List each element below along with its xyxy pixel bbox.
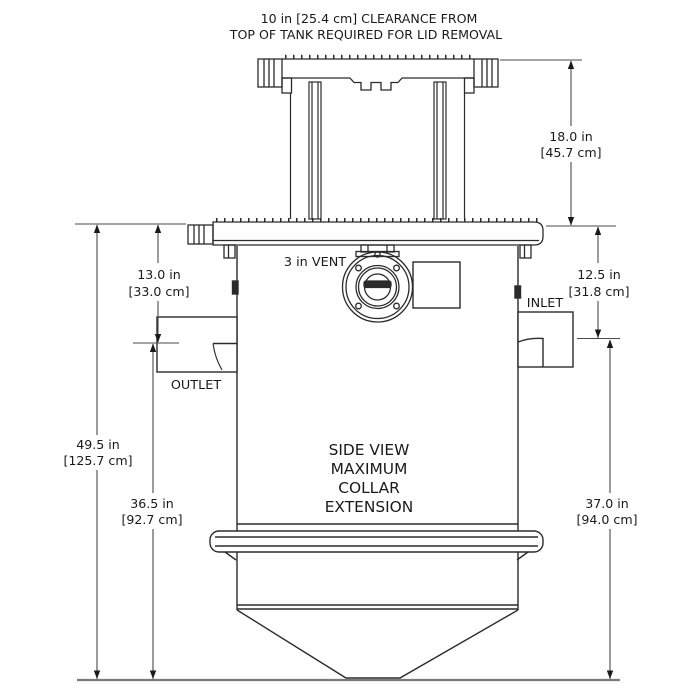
square-access-port bbox=[412, 261, 461, 309]
outlet-pipe bbox=[156, 316, 238, 373]
dim-text-inlet-base-cm: [94.0 cm] bbox=[576, 512, 637, 527]
vent-bolt bbox=[393, 264, 400, 272]
tank-body bbox=[209, 246, 544, 679]
dimension-texts: 18.0 in [45.7 cm] 49.5 in [125.7 cm] 13.… bbox=[63, 129, 637, 527]
arrow-down bbox=[567, 217, 575, 226]
collar-left-clip bbox=[223, 244, 236, 259]
dim-lid-height bbox=[567, 60, 575, 226]
arrow-up bbox=[567, 60, 575, 69]
arrow-down bbox=[606, 670, 614, 679]
removed-lid-assembly bbox=[257, 54, 499, 94]
dim-top-to-outlet bbox=[154, 224, 162, 343]
dim-text-overall-in: 49.5 in bbox=[76, 437, 120, 452]
dim-inlet-to-base bbox=[606, 339, 614, 679]
right-wall-weld-mark bbox=[514, 285, 522, 299]
lid-right-flange bbox=[473, 58, 499, 88]
vent-mid-ring bbox=[355, 264, 400, 310]
dim-text-lid-height-in: 18.0 in bbox=[549, 129, 593, 144]
clearance-note-line2: TOP OF TANK REQUIRED FOR LID REMOVAL bbox=[229, 27, 502, 42]
dim-text-lid-height-cm: [45.7 cm] bbox=[540, 145, 601, 160]
dimension-lines bbox=[75, 59, 620, 679]
dim-outlet-to-base bbox=[149, 343, 157, 679]
inlet-label: INLET bbox=[527, 296, 564, 311]
left-wall-weld-mark bbox=[231, 280, 239, 295]
clearance-note: 10 in [25.4 cm] CLEARANCE FROM TOP OF TA… bbox=[229, 11, 502, 42]
arrow-up bbox=[606, 339, 614, 348]
view-label-line4: EXTENSION bbox=[325, 498, 414, 516]
vent-handle-slot bbox=[363, 280, 392, 289]
view-label-line2: MAXIMUM bbox=[331, 460, 408, 478]
view-label: SIDE VIEW MAXIMUM COLLAR EXTENSION bbox=[325, 441, 414, 516]
arrow-up bbox=[594, 226, 602, 235]
view-label-line3: COLLAR bbox=[338, 479, 400, 497]
dim-text-inlet-top-cm: [31.8 cm] bbox=[568, 284, 629, 299]
dim-text-outlet-top-in: 13.0 in bbox=[137, 267, 181, 282]
view-label-line1: SIDE VIEW bbox=[329, 441, 410, 459]
arrow-down bbox=[154, 334, 162, 343]
arrow-down bbox=[93, 670, 101, 679]
lid-right-hook bbox=[463, 77, 475, 94]
arrow-up bbox=[93, 224, 101, 233]
inlet-pipe bbox=[517, 311, 574, 368]
vent-bolt bbox=[355, 264, 362, 272]
arrow-down bbox=[594, 329, 602, 338]
lid-bottom-edge bbox=[282, 77, 474, 91]
collar-lid-body bbox=[212, 221, 544, 246]
clearance-note-line1: 10 in [25.4 cm] CLEARANCE FROM bbox=[261, 11, 478, 26]
vent-bolt bbox=[393, 302, 400, 310]
dim-text-overall-cm: [125.7 cm] bbox=[63, 453, 132, 468]
dim-top-to-inlet bbox=[594, 226, 602, 338]
arrow-down bbox=[149, 670, 157, 679]
collar-right-clip bbox=[519, 244, 532, 259]
vent bbox=[341, 244, 414, 323]
dim-overall-height bbox=[93, 224, 101, 679]
collar-left-flange bbox=[187, 224, 214, 245]
dim-text-inlet-top-in: 12.5 in bbox=[577, 267, 621, 282]
dim-text-inlet-base-in: 37.0 in bbox=[585, 496, 629, 511]
lid-left-hook bbox=[281, 77, 293, 94]
lid-left-flange bbox=[257, 58, 283, 88]
vent-label: 3 in VENT bbox=[284, 255, 346, 270]
collar-lid bbox=[187, 218, 544, 259]
arrow-up bbox=[154, 224, 162, 233]
dim-text-outlet-base-cm: [92.7 cm] bbox=[121, 512, 182, 527]
dim-text-outlet-base-in: 36.5 in bbox=[130, 496, 174, 511]
vent-bolt bbox=[355, 302, 362, 310]
outlet-label: OUTLET bbox=[171, 378, 221, 393]
tank-flange-band bbox=[209, 530, 544, 553]
dim-text-outlet-top-cm: [33.0 cm] bbox=[128, 284, 189, 299]
cone-bottom bbox=[236, 609, 519, 679]
arrow-up bbox=[149, 343, 157, 352]
lid-support-legs bbox=[289, 81, 466, 220]
